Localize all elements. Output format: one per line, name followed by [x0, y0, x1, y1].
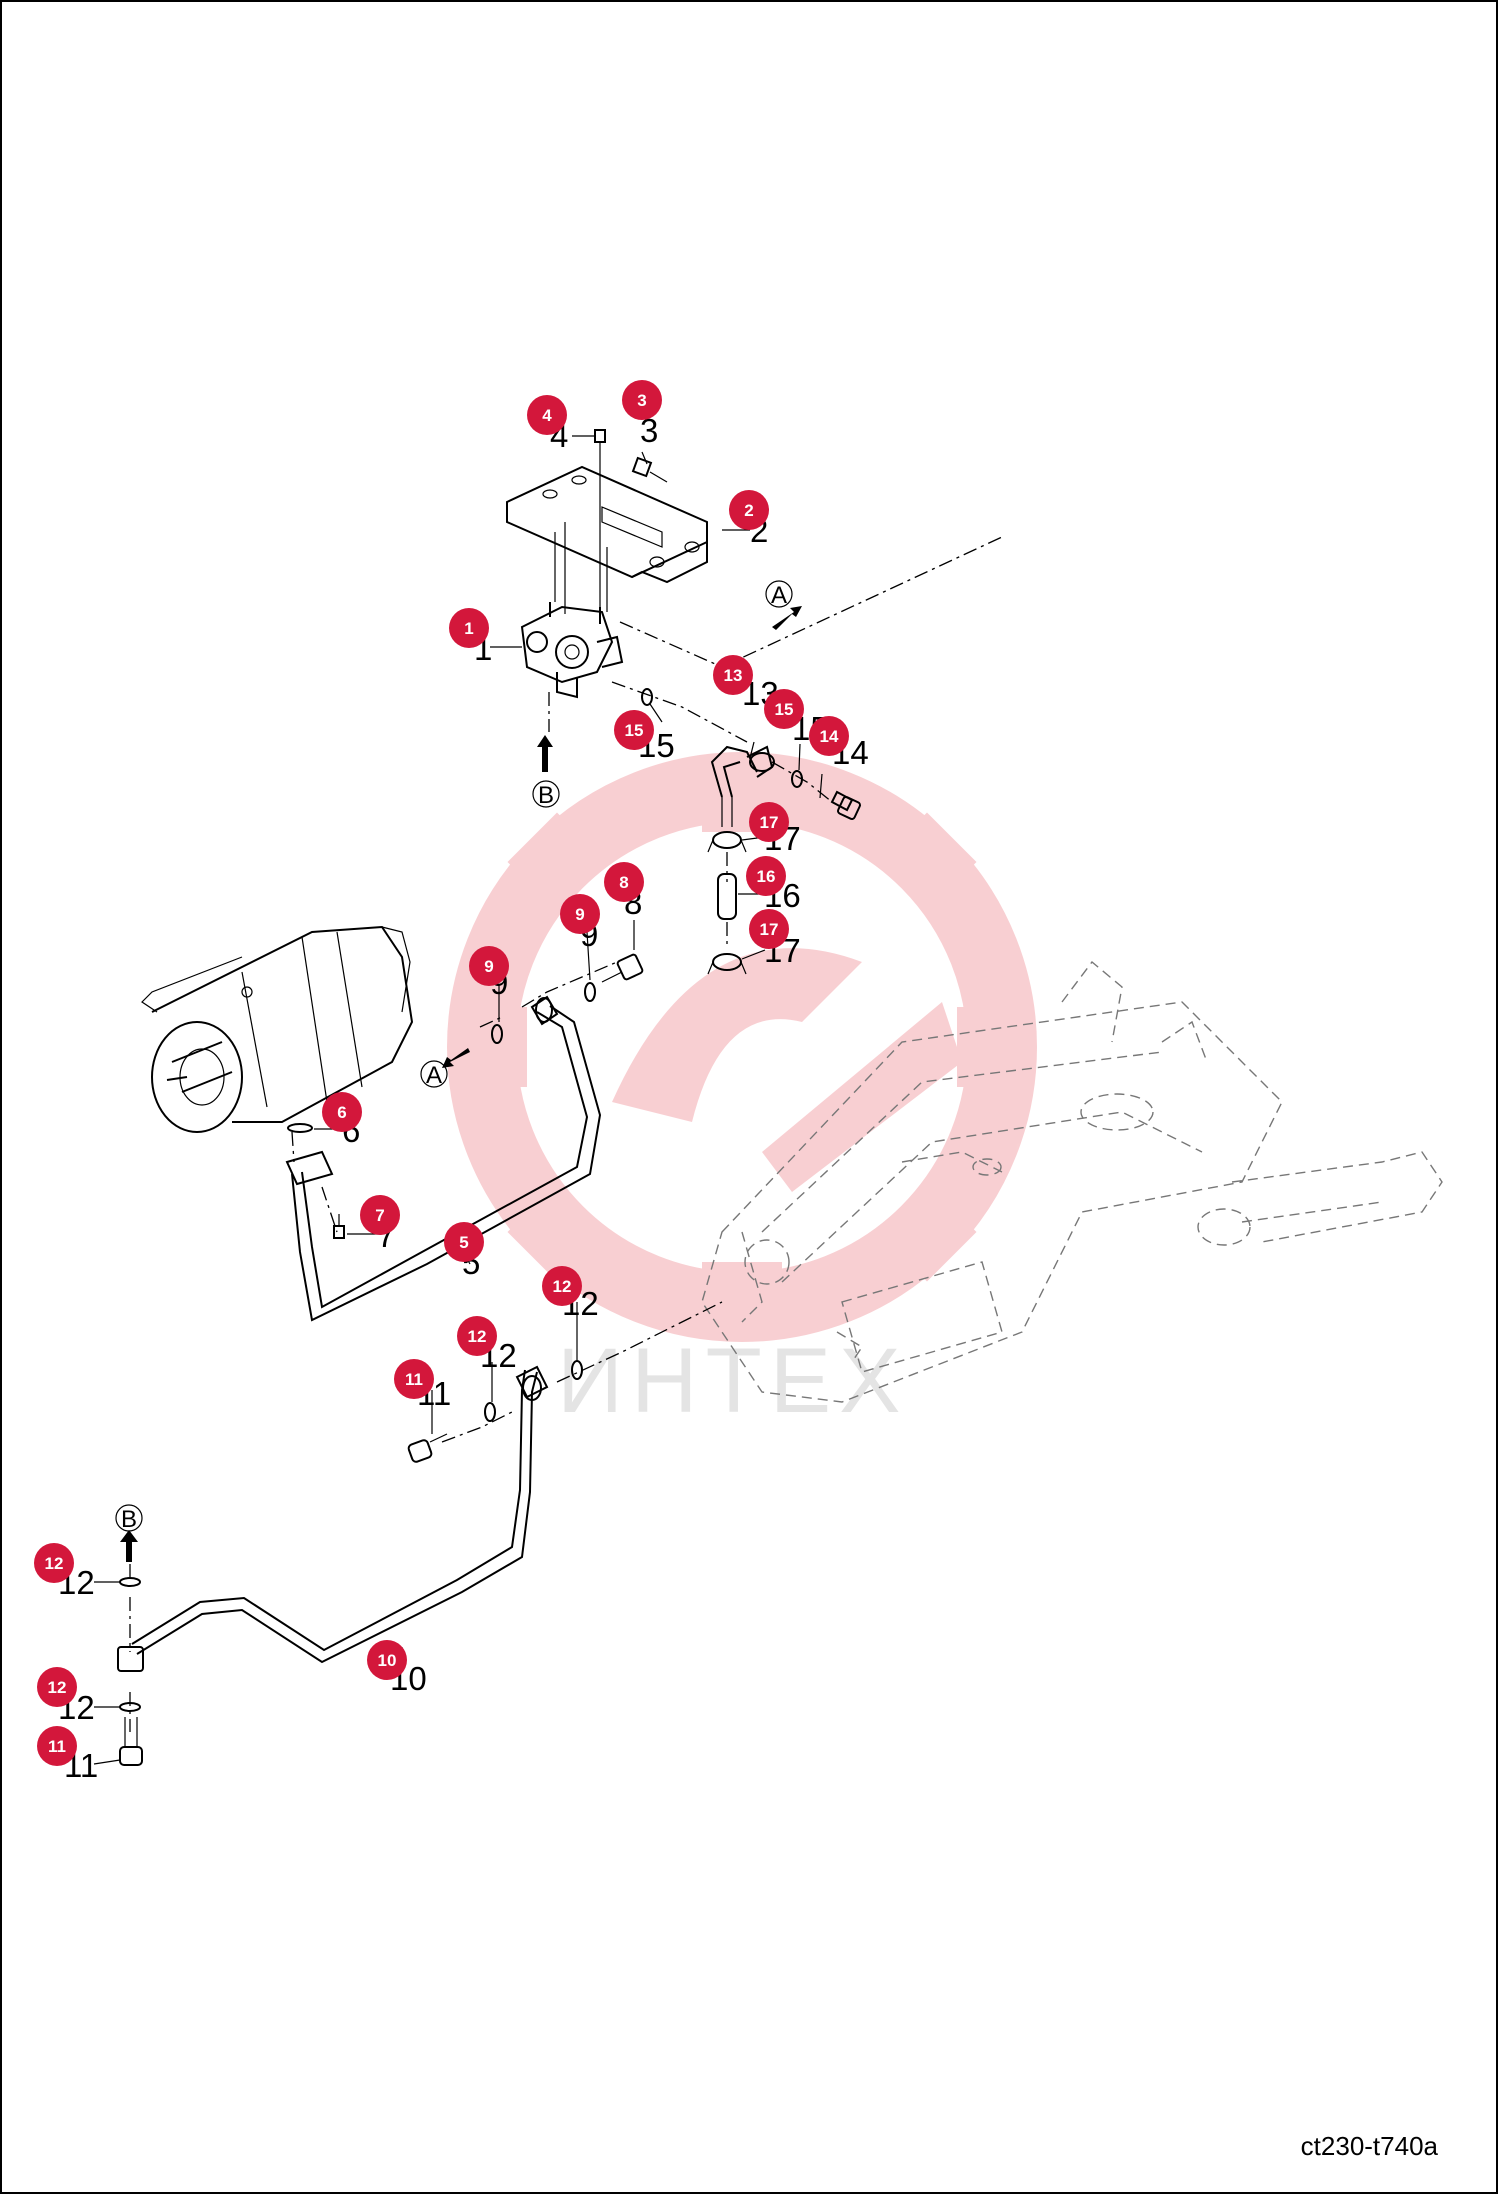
callout-11a[interactable]: 11: [394, 1359, 434, 1399]
bracket-drawing: [506, 465, 708, 584]
callout-10[interactable]: 10: [367, 1640, 407, 1680]
callout-15b[interactable]: 15: [764, 689, 804, 729]
callout-15a[interactable]: 15: [614, 710, 654, 750]
bolt-4-drawing: [594, 429, 606, 472]
washer-15b-drawing: [791, 770, 803, 788]
washer-9b-drawing: [584, 982, 596, 1002]
arrow-b-upper: B: [532, 735, 560, 809]
valve-drawing: [520, 602, 624, 699]
svg-text:1: 1: [464, 619, 473, 638]
callout-16[interactable]: 16: [746, 856, 786, 896]
bolt-3-drawing: [631, 456, 668, 483]
washer-9a-drawing: [491, 1024, 503, 1044]
bolt-14-drawing: [830, 790, 861, 820]
svg-text:3: 3: [637, 391, 646, 410]
svg-text:16: 16: [757, 867, 776, 886]
washer-6-drawing: [287, 1123, 313, 1133]
hydraulic-pump-drawing: [141, 925, 414, 1133]
washer-12a-drawing: [484, 1402, 496, 1422]
watermark-logo: ИНТЕХ: [447, 752, 1037, 1432]
callout-14[interactable]: 14: [809, 716, 849, 756]
svg-text:11: 11: [48, 1737, 66, 1756]
gear-icon: [447, 752, 1037, 1342]
svg-text:15: 15: [625, 721, 644, 740]
callout-badges: 1 2 3 4 5 6 7 8 9 9 10 11 11 12 12 12 12…: [34, 380, 849, 1766]
svg-text:8: 8: [619, 873, 628, 892]
washer-12c-drawing: [119, 1577, 141, 1587]
svg-text:5: 5: [459, 1233, 468, 1252]
leader-lines: [93, 435, 823, 1765]
svg-text:12: 12: [45, 1554, 64, 1573]
svg-text:9: 9: [484, 957, 493, 976]
svg-text:13: 13: [724, 666, 743, 685]
callout-17a[interactable]: 17: [749, 802, 789, 842]
svg-text:14: 14: [820, 727, 839, 746]
callout-12c[interactable]: 12: [34, 1543, 74, 1583]
callout-13[interactable]: 13: [713, 655, 753, 695]
pipe-10-drawing: [117, 1365, 549, 1672]
hose-clamp-top-drawing: [707, 831, 747, 853]
svg-text:11: 11: [405, 1370, 423, 1389]
callout-7[interactable]: 7: [360, 1195, 400, 1235]
svg-text:12: 12: [48, 1678, 67, 1697]
svg-text:15: 15: [775, 700, 794, 719]
callout-6[interactable]: 6: [322, 1092, 362, 1132]
svg-text:A: A: [426, 1062, 442, 1089]
svg-text:4: 4: [542, 406, 552, 425]
washer-15a-drawing: [641, 688, 653, 706]
svg-text:17: 17: [760, 920, 779, 939]
svg-text:7: 7: [375, 1206, 384, 1225]
callout-12d[interactable]: 12: [37, 1667, 77, 1707]
callout-9b[interactable]: 9: [560, 894, 600, 934]
hose-drawing: [717, 873, 737, 920]
callout-2[interactable]: 2: [729, 490, 769, 530]
svg-text:A: A: [771, 582, 787, 609]
arrow-a-lower: A: [420, 1048, 470, 1089]
svg-text:9: 9: [575, 905, 584, 924]
bolt-11b-drawing: [119, 1717, 143, 1766]
part-label-3: 3: [640, 412, 658, 449]
bolt-8-drawing: [601, 953, 644, 983]
arrow-b-lower: B: [115, 1504, 143, 1562]
callout-3[interactable]: 3: [622, 380, 662, 420]
callout-5[interactable]: 5: [444, 1222, 484, 1262]
arrow-a-upper: A: [765, 580, 802, 630]
callout-9a[interactable]: 9: [469, 946, 509, 986]
svg-text:17: 17: [760, 813, 779, 832]
rear-housing-outline: [701, 960, 1443, 1403]
bolt-7-drawing: [333, 1214, 345, 1239]
svg-text:2: 2: [744, 501, 753, 520]
watermark-text: ИНТЕХ: [557, 1330, 909, 1432]
callout-1[interactable]: 1: [449, 608, 489, 648]
callout-11b[interactable]: 11: [37, 1726, 77, 1766]
callout-12a[interactable]: 12: [457, 1316, 497, 1356]
callout-17b[interactable]: 17: [749, 909, 789, 949]
svg-text:B: B: [538, 782, 554, 809]
svg-text:12: 12: [553, 1277, 572, 1296]
svg-text:6: 6: [337, 1103, 346, 1122]
svg-text:12: 12: [468, 1327, 487, 1346]
pipe-5-drawing: [285, 995, 602, 1322]
bolt-11a-drawing: [407, 1433, 448, 1463]
elbow-fitting-drawing: [710, 745, 775, 827]
drawing-code: ct230-t740a: [1300, 2131, 1438, 2161]
svg-text:10: 10: [378, 1651, 397, 1670]
callout-4[interactable]: 4: [527, 395, 567, 435]
hose-clamp-bottom-drawing: [707, 953, 747, 975]
svg-text:B: B: [121, 1506, 137, 1533]
callout-12b[interactable]: 12: [542, 1266, 582, 1306]
callout-8[interactable]: 8: [604, 862, 644, 902]
